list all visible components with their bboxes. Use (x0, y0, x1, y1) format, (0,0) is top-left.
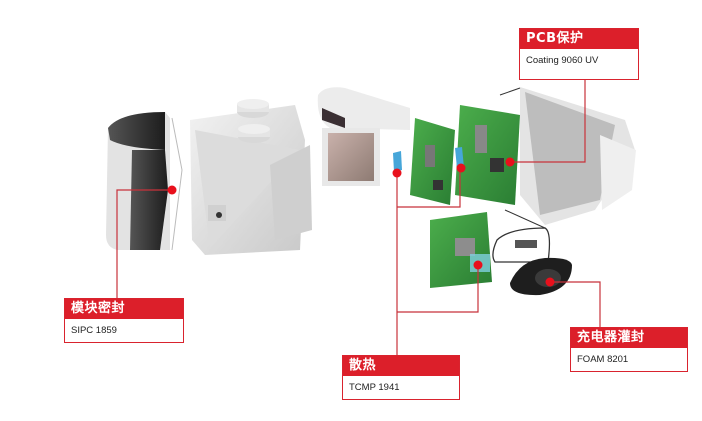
callout-product: FOAM 8201 (577, 354, 629, 365)
callout-dots (167, 157, 555, 287)
main-housing (190, 99, 312, 255)
pcb-boards (393, 105, 520, 288)
callout-title: 充电器灌封 (571, 328, 687, 348)
callout-module-sealing: 模块密封 SIPC 1859 (64, 298, 184, 343)
callout-charger-potting: 充电器灌封 FOAM 8201 (570, 327, 688, 372)
charger-connector (492, 227, 572, 296)
callout-title: 模块密封 (65, 299, 183, 319)
callout-product: SIPC 1859 (71, 325, 117, 336)
leader-lines (116, 80, 601, 375)
callout-thermal: 散热 TCMP 1941 (342, 355, 460, 400)
callout-title: PCB保护 (520, 29, 638, 49)
callout-title: 散热 (343, 356, 459, 376)
camera-module (317, 87, 410, 186)
lens-cover (106, 112, 183, 251)
callout-product: TCMP 1941 (349, 382, 400, 393)
callout-product: Coating 9060 UV (526, 55, 599, 66)
callout-pcb-protection: PCB保护 Coating 9060 UV (519, 28, 639, 80)
rear-enclosure (499, 87, 636, 229)
